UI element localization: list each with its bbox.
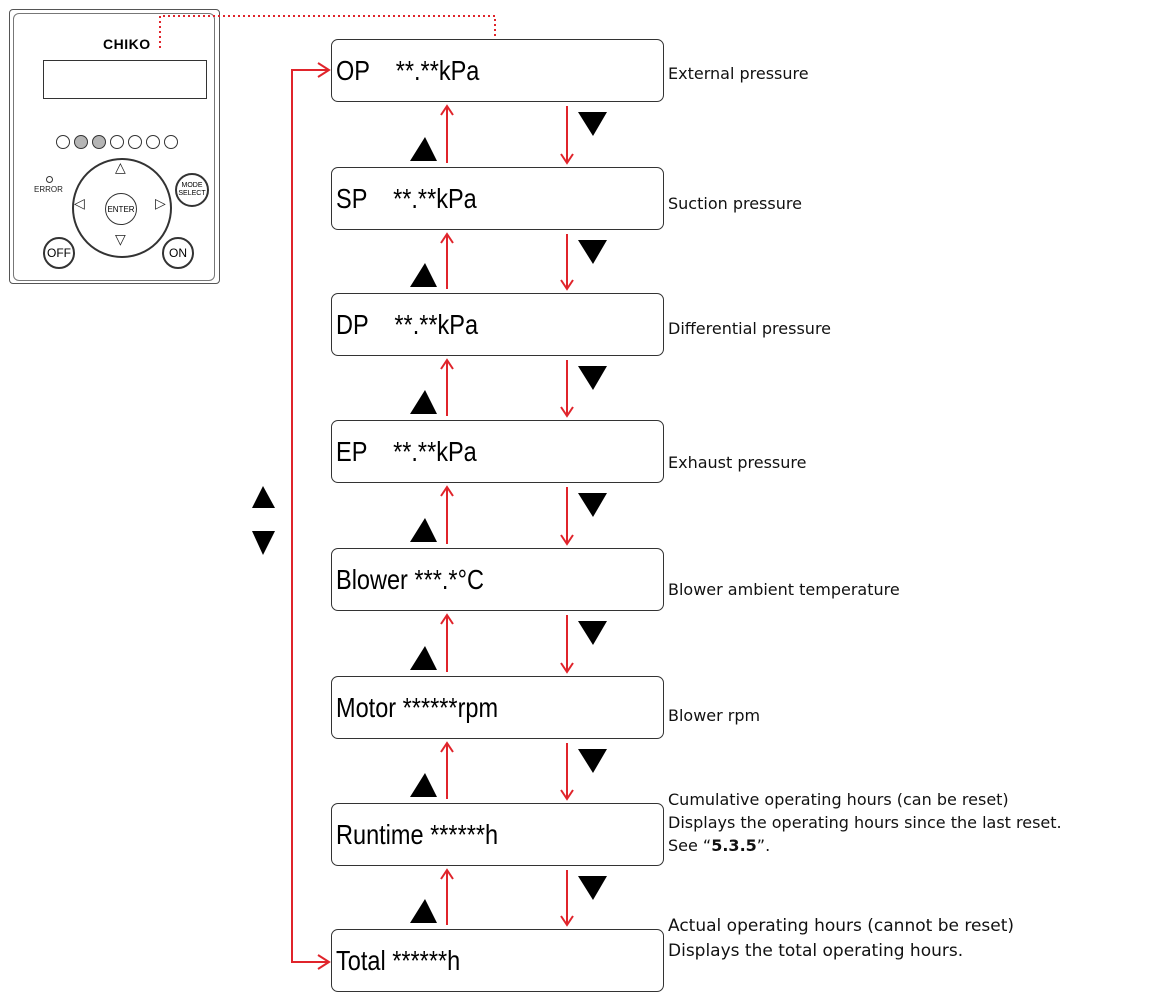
see-prefix: See “ (668, 836, 712, 855)
desc-sp-line: Suction pressure (668, 194, 802, 213)
controller-panel: CHIKO ERROR △ ▽ ◁ ▷ ENTER MODE SELECT OF… (9, 9, 220, 284)
screen-runtime-text: Runtime ******h (336, 818, 499, 850)
desc-ep-line: Exhaust pressure (668, 453, 807, 472)
desc-runtime-line-2: Displays the operating hours since the l… (668, 813, 1062, 832)
screen-op: OP **.**kPa (331, 39, 664, 102)
desc-op: External pressure (668, 62, 809, 85)
lcd-display (43, 60, 207, 99)
select-label: SELECT (178, 190, 206, 197)
brand-logo: CHIKO (103, 36, 151, 52)
loop-return-line (291, 69, 329, 963)
up-triangle-icon-2 (410, 263, 437, 287)
screen-blower-text: Blower ***.*°C (336, 563, 484, 595)
down-triangle-icon-6 (578, 749, 607, 773)
status-led-1 (56, 135, 70, 149)
down-arrow-5 (560, 615, 574, 674)
down-arrow-1 (560, 106, 574, 165)
up-arrow-5 (440, 613, 454, 672)
mode-label: MODE (181, 182, 203, 189)
up-triangle-icon-7 (410, 899, 437, 923)
section-reference-link[interactable]: 5.3.5 (711, 836, 757, 855)
down-arrow-4 (560, 487, 574, 546)
screen-motor: Motor ******rpm (331, 676, 664, 739)
controller-panel-inner (13, 13, 215, 281)
down-arrow-icon[interactable]: ▽ (115, 231, 126, 247)
screen-sp: SP **.**kPa (331, 167, 664, 230)
right-arrow-icon[interactable]: ▷ (155, 195, 166, 211)
status-led-2 (74, 135, 88, 149)
up-triangle-icon-5 (410, 646, 437, 670)
desc-motor-line: Blower rpm (668, 706, 761, 725)
up-triangle-icon-3 (410, 390, 437, 414)
down-triangle-icon-4 (578, 493, 607, 517)
error-led (46, 176, 53, 183)
error-label: ERROR (34, 185, 63, 194)
up-triangle-icon-1 (410, 137, 437, 161)
left-arrow-icon[interactable]: ◁ (74, 195, 85, 211)
status-led-7 (164, 135, 178, 149)
up-arrow-2 (440, 232, 454, 289)
up-triangle-icon-6 (410, 773, 437, 797)
screen-op-text: OP **.**kPa (336, 54, 480, 86)
on-button[interactable]: ON (162, 237, 194, 269)
up-arrow-1 (440, 104, 454, 163)
status-led-4 (110, 135, 124, 149)
screen-blower: Blower ***.*°C (331, 548, 664, 611)
screen-total: Total ******h (331, 929, 664, 992)
desc-dp: Differential pressure (668, 317, 831, 340)
desc-blower-line: Blower ambient temperature (668, 580, 900, 599)
status-led-5 (128, 135, 142, 149)
loop-up-triangle-icon (252, 486, 275, 508)
enter-button[interactable]: ENTER (105, 193, 137, 225)
up-arrow-7 (440, 868, 454, 925)
screen-total-text: Total ******h (336, 944, 461, 976)
down-triangle-icon-3 (578, 366, 607, 390)
desc-ep: Exhaust pressure (668, 451, 806, 474)
up-arrow-6 (440, 741, 454, 799)
down-arrow-6 (560, 743, 574, 801)
down-arrow-7 (560, 870, 574, 927)
status-led-3 (92, 135, 106, 149)
down-triangle-icon-5 (578, 621, 607, 645)
desc-total-line-1: Actual operating hours (cannot be reset) (668, 916, 1015, 936)
desc-op-line: External pressure (668, 64, 809, 83)
up-arrow-4 (440, 485, 454, 544)
screen-runtime: Runtime ******h (331, 803, 664, 866)
desc-motor: Blower rpm (668, 704, 760, 727)
desc-sp: Suction pressure (668, 192, 802, 215)
screen-dp-text: DP **.**kPa (336, 308, 479, 340)
mode-select-button[interactable]: MODE SELECT (175, 173, 209, 207)
off-button[interactable]: OFF (43, 237, 75, 269)
desc-runtime-see: See “5.3.5”. (668, 834, 1062, 857)
down-triangle-icon-1 (578, 112, 607, 136)
loop-arrowhead-top (317, 62, 331, 78)
see-suffix: ”. (756, 836, 771, 855)
desc-total-line-2: Displays the total operating hours. (668, 941, 964, 961)
dotted-connector (159, 15, 496, 48)
screen-ep-text: EP **.**kPa (336, 435, 477, 467)
up-arrow-icon[interactable]: △ (115, 159, 126, 175)
screen-dp: DP **.**kPa (331, 293, 664, 356)
loop-down-triangle-icon (252, 531, 275, 555)
down-triangle-icon-2 (578, 240, 607, 264)
loop-arrowhead-bottom (317, 954, 331, 970)
status-led-6 (146, 135, 160, 149)
down-arrow-3 (560, 360, 574, 418)
screen-sp-text: SP **.**kPa (336, 182, 477, 214)
desc-blower: Blower ambient temperature (668, 578, 900, 601)
up-triangle-icon-4 (410, 518, 437, 542)
down-triangle-icon-7 (578, 876, 607, 900)
down-arrow-2 (560, 234, 574, 291)
desc-dp-line: Differential pressure (668, 319, 832, 338)
desc-total: Actual operating hours (cannot be reset)… (668, 914, 1014, 964)
up-arrow-3 (440, 358, 454, 416)
desc-runtime: Cumulative operating hours (can be reset… (668, 788, 1062, 857)
screen-ep: EP **.**kPa (331, 420, 664, 483)
screen-motor-text: Motor ******rpm (336, 691, 499, 723)
desc-runtime-line-1: Cumulative operating hours (can be reset… (668, 790, 1009, 809)
